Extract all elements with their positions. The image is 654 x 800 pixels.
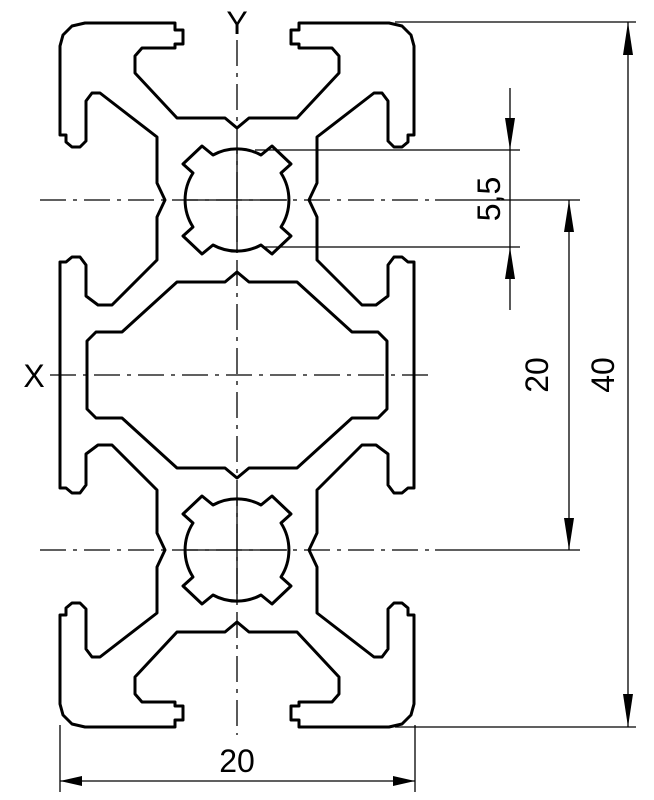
arrow-icon bbox=[393, 776, 415, 786]
width-dimension: 20 bbox=[59, 725, 416, 792]
height-dimension-label: 40 bbox=[585, 357, 621, 393]
slot-width-dimension: 5,5 bbox=[255, 88, 520, 310]
profile-outer-contour bbox=[58, 21, 416, 729]
arrow-icon bbox=[564, 518, 574, 550]
arrow-icon bbox=[623, 22, 633, 55]
y-axis-label: Y bbox=[226, 5, 247, 41]
center-distance-dimension: 20 bbox=[435, 199, 580, 551]
arrow-icon bbox=[505, 247, 515, 279]
lower-center-bore bbox=[181, 494, 293, 606]
profile-center-chamber bbox=[85, 270, 389, 480]
arrow-icon bbox=[564, 200, 574, 232]
center-distance-label: 20 bbox=[519, 357, 555, 393]
slot-width-label: 5,5 bbox=[471, 177, 507, 221]
arrow-icon bbox=[623, 694, 633, 727]
upper-center-bore bbox=[181, 144, 293, 256]
height-dimension: 40 bbox=[395, 21, 636, 728]
arrow-icon bbox=[505, 118, 515, 150]
width-dimension-label: 20 bbox=[219, 743, 255, 779]
x-axis-label: X bbox=[23, 358, 44, 394]
arrow-icon bbox=[60, 776, 82, 786]
